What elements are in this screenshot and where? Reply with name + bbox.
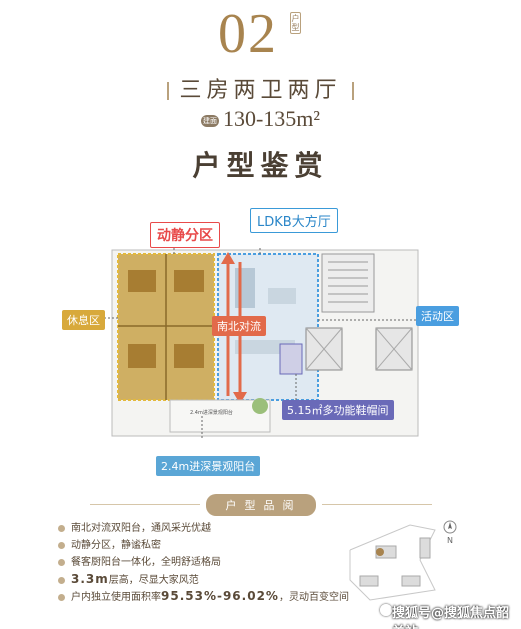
feature-item: 动静分区，静谧私密: [58, 537, 358, 554]
title-text: 三房两卫两厅: [179, 78, 342, 103]
label-shoe-room: 5.15㎡多功能鞋帽间: [282, 400, 394, 420]
page-title: 三房两卫两厅: [0, 72, 521, 104]
feature-list: 南北对流双阳台，通风采光优越 动静分区，静谧私密 餐客厨阳台一体化，全明舒适格局…: [58, 520, 358, 605]
plan-number-tag: 户型: [290, 12, 301, 34]
bed-3: [128, 344, 156, 368]
label-balcony: 2.4m进深景观阳台: [156, 456, 261, 476]
floor-plan: 2.4m进深景观阳台: [100, 248, 419, 438]
label-dong-jing: 动静分区: [150, 222, 220, 248]
label-activity-area: 活动区: [416, 306, 459, 326]
site-map: [349, 524, 436, 601]
compass-label: N: [447, 536, 453, 545]
area-tag: 建面: [200, 114, 219, 127]
shoe-room: [279, 343, 303, 375]
balcony-inner-label: 2.4m进深景观阳台: [190, 409, 233, 416]
kitchen-counter: [235, 268, 255, 308]
feature-item: 南北对流双阳台，通风采光优越: [58, 520, 358, 537]
feature-item: 餐客厨阳台一体化，全明舒适格局: [58, 554, 358, 571]
watermark-logo-icon: [380, 604, 392, 616]
feature-item: 户内独立使用面积率95.53%-96.02%，灵动百变空间: [58, 588, 358, 605]
flow-arrow-head-left: [221, 252, 235, 264]
label-north-south: 南北对流: [212, 316, 266, 336]
stairwell: [321, 253, 375, 313]
section-title: 户型鉴赏: [192, 149, 329, 182]
review-title: 户型品阅: [205, 494, 316, 516]
plant: [252, 398, 268, 414]
area-value: 130-135m²: [222, 106, 321, 131]
flow-arrow-head-right: [233, 392, 247, 404]
feature-item: 3.3m层高，尽显大家风范: [58, 571, 358, 588]
label-ldkb: LDKB大方厅: [250, 208, 338, 233]
bullet-icon: [58, 576, 65, 584]
bullet-icon: [58, 524, 65, 532]
title-bar-left: [167, 82, 170, 100]
compass-icon: N: [440, 520, 460, 545]
bullet-icon: [58, 558, 65, 566]
bed-1: [128, 270, 156, 292]
bullet-icon: [58, 541, 65, 549]
divider: [89, 504, 200, 505]
dining-table: [268, 288, 296, 304]
bed-2: [174, 270, 204, 292]
label-rest-area: 休息区: [62, 310, 105, 330]
bed-4: [174, 344, 204, 368]
plan-number: 02: [218, 3, 278, 65]
divider: [321, 504, 432, 505]
watermark: 搜狐号@搜狐焦点韶关站: [392, 606, 510, 629]
review-heading: 户型品阅: [0, 494, 521, 516]
bullet-icon: [58, 593, 65, 601]
title-bar-right: [351, 82, 354, 100]
